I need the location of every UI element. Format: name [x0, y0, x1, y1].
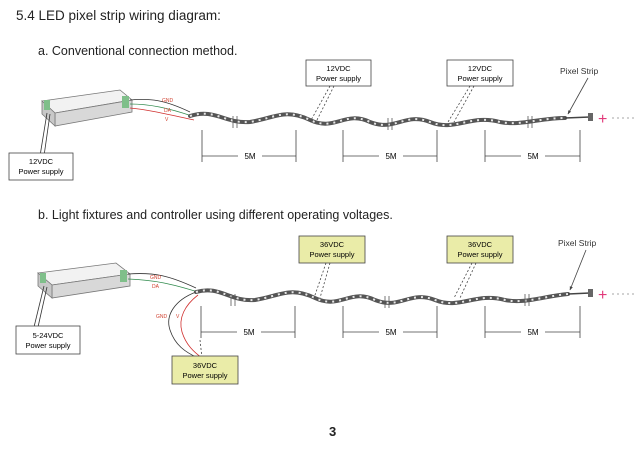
segment-label-a1: 5M [244, 152, 255, 161]
svg-text:12VDC: 12VDC [29, 157, 54, 166]
svg-text:Power supply: Power supply [182, 371, 227, 380]
wire-label-v-b: V [176, 314, 180, 320]
segment-label-a3: 5M [527, 152, 538, 161]
injection-supply-b1: 36VDC Power supply [298, 235, 366, 264]
wire-label-gnd-b2: GND [156, 314, 168, 320]
injection-supply-b2: 36VDC Power supply [446, 235, 514, 264]
plus-sign-a: + [598, 111, 607, 128]
segment-label-b3: 5M [527, 328, 538, 337]
svg-text:12VDC: 12VDC [468, 64, 493, 73]
strip-supply-b: 36VDC Power supply [171, 355, 239, 385]
wire-label-v: V [165, 117, 169, 123]
page-number: 3 [329, 424, 337, 439]
section-b-title: b. Light fixtures and controller using d… [38, 208, 393, 222]
controller-supply-b: 5-24VDC Power supply [15, 325, 81, 355]
plus-sign-b: + [598, 287, 607, 304]
section-a-title: a. Conventional connection method. [38, 44, 238, 58]
page-heading: 5.4 LED pixel strip wiring diagram: [16, 8, 221, 23]
segment-label-a2: 5M [385, 152, 396, 161]
section-a-diagram: GND DA V + Pixel Strip 12VDC Power suppl… [8, 59, 634, 181]
svg-text:5-24VDC: 5-24VDC [33, 331, 64, 340]
segment-label-b1: 5M [243, 328, 254, 337]
svg-text:Power supply: Power supply [316, 74, 361, 83]
svg-text:Power supply: Power supply [457, 250, 502, 259]
svg-text:36VDC: 36VDC [320, 240, 345, 249]
pixel-strip-label-b: Pixel Strip [558, 238, 597, 248]
injection-supply-a2: 12VDC Power supply [446, 59, 514, 87]
wire-label-gnd-b: GND [150, 275, 162, 281]
svg-text:36VDC: 36VDC [468, 240, 493, 249]
section-b-diagram: GND DA GND V + Pixel Strip 36VDC Power s… [15, 235, 634, 385]
svg-text:Power supply: Power supply [309, 250, 354, 259]
svg-text:36VDC: 36VDC [193, 361, 218, 370]
wire-label-da-b: DA [152, 284, 160, 290]
pixel-strip-label-a: Pixel Strip [560, 66, 599, 76]
svg-text:12VDC: 12VDC [326, 64, 351, 73]
svg-text:Power supply: Power supply [18, 167, 63, 176]
led-strip-a [188, 111, 567, 128]
svg-text:Power supply: Power supply [457, 74, 502, 83]
svg-text:Power supply: Power supply [25, 341, 70, 350]
wire-label-gnd: GND [162, 98, 174, 104]
controller-b [37, 262, 131, 299]
injection-supply-a1: 12VDC Power supply [305, 59, 372, 87]
controller-a [41, 89, 133, 127]
controller-supply-a: 12VDC Power supply [8, 152, 74, 181]
segment-label-b2: 5M [385, 328, 396, 337]
wire-label-da: DA [164, 108, 172, 114]
